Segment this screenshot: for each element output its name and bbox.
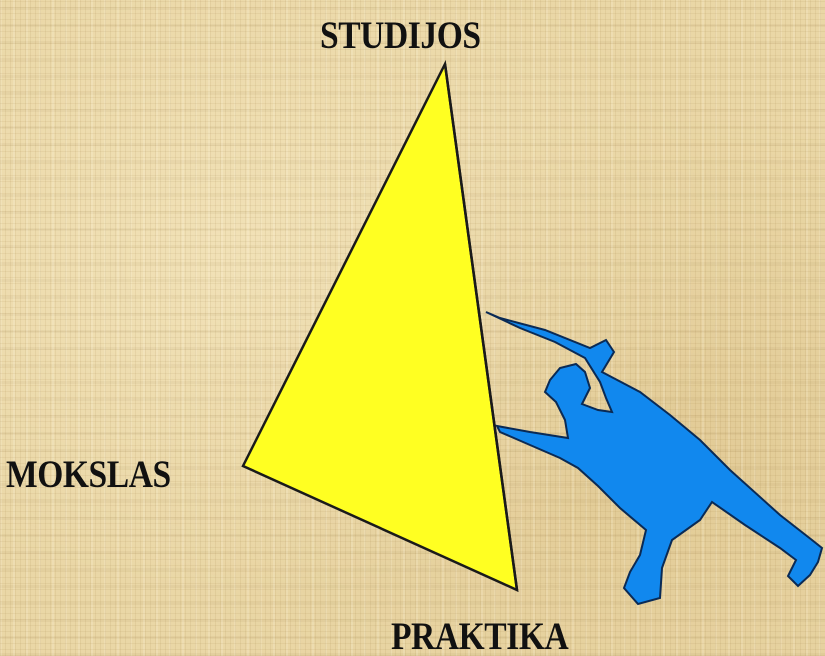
person-silhouette [486, 312, 822, 604]
triangle [243, 64, 517, 590]
label-studijos: STUDIJOS [320, 16, 481, 55]
person-pushing-icon [486, 312, 822, 604]
label-praktika: PRAKTIKA [391, 617, 568, 656]
label-mokslas: MOKSLAS [6, 455, 171, 494]
